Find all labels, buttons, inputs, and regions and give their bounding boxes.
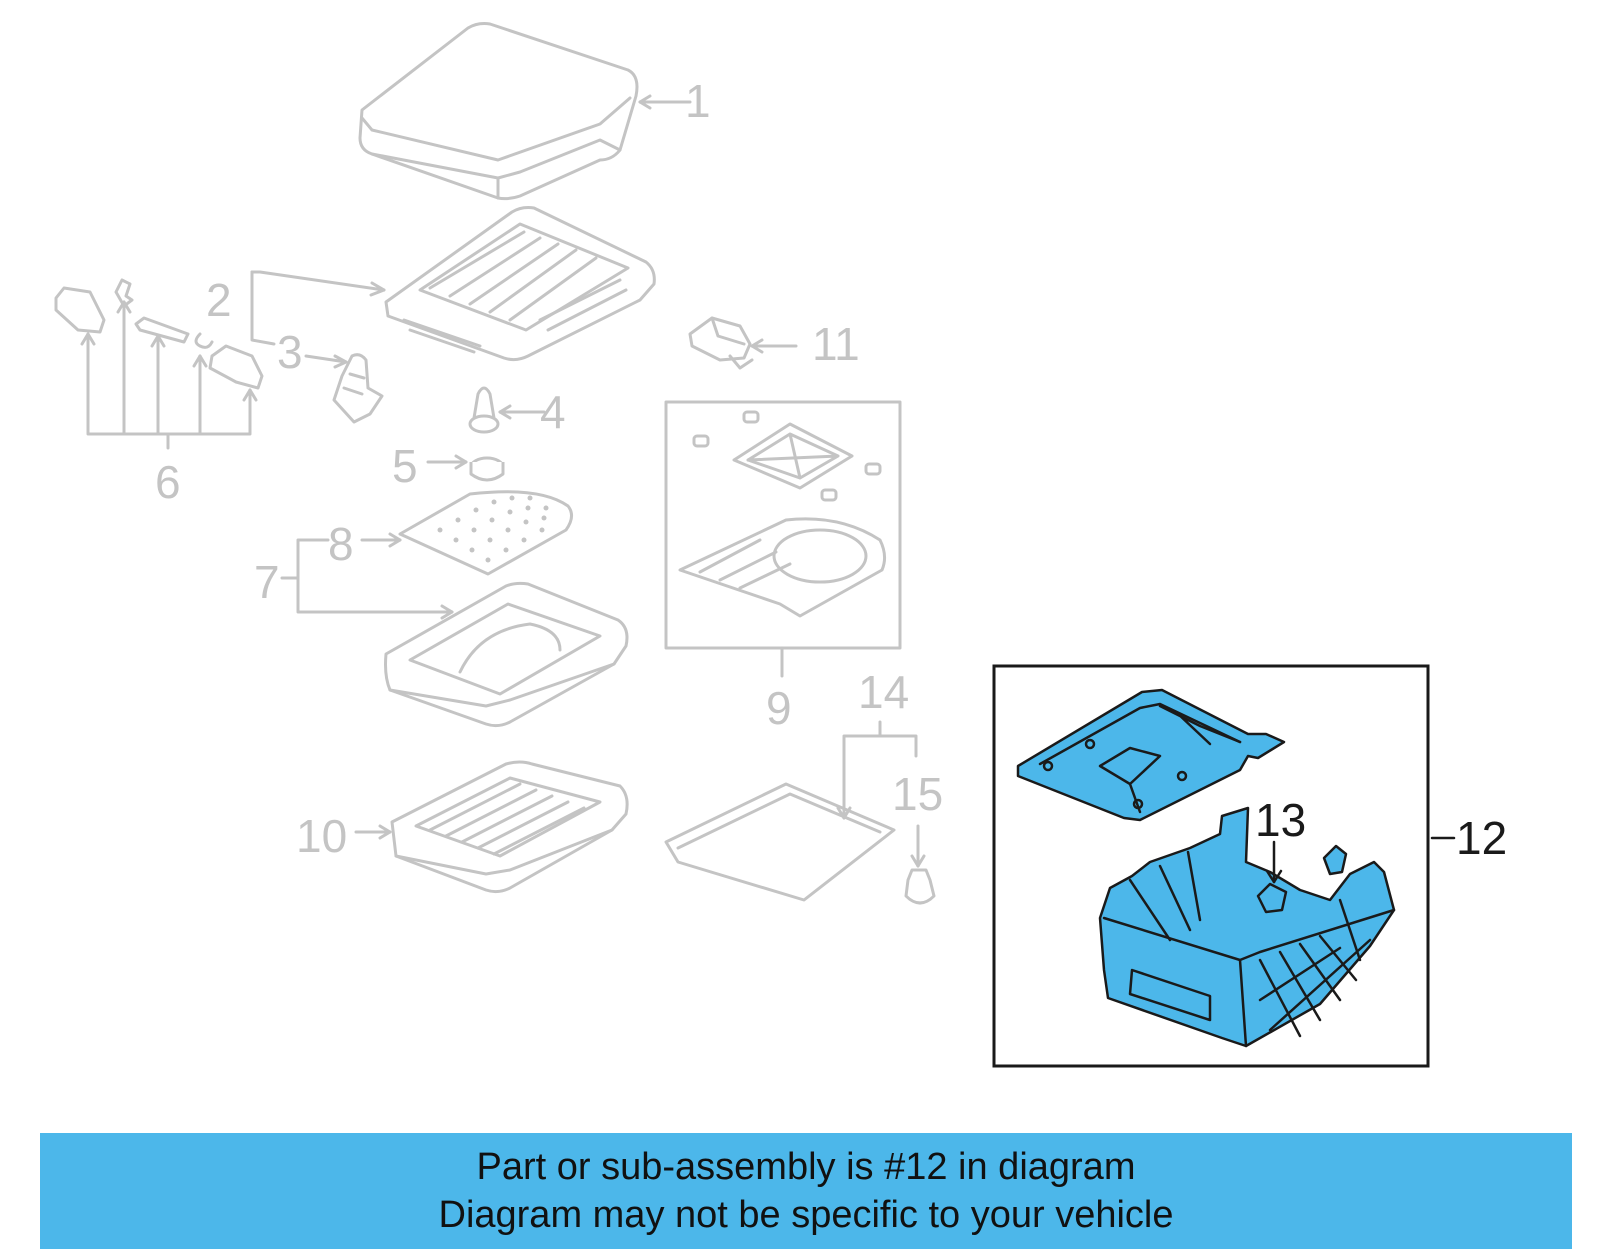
callout-15: 15 [892, 768, 943, 820]
info-banner: Part or sub-assembly is #12 in diagram D… [40, 1133, 1572, 1249]
part-12-highlight-box[interactable] [992, 664, 1430, 1068]
leader-6 [86, 300, 252, 450]
callout-6: 6 [155, 456, 181, 508]
leader-2a [250, 270, 386, 292]
part-9-box[interactable] [664, 400, 902, 650]
callout-1: 1 [685, 75, 711, 127]
callout-11: 11 [812, 318, 860, 370]
part-1-armrest-lid[interactable] [358, 22, 639, 201]
callout-4: 4 [540, 386, 566, 438]
leader-7 [280, 538, 454, 614]
part-10-base-frame[interactable] [390, 760, 629, 894]
callout-7: 7 [254, 556, 280, 608]
leader-2b [250, 270, 276, 346]
callout-5: 5 [392, 440, 418, 492]
part-5-bumper[interactable] [469, 456, 505, 482]
part-11-clip[interactable] [688, 316, 754, 370]
callout-2: 2 [206, 274, 232, 326]
callout-12: 12 [1456, 812, 1507, 864]
part-3-latch[interactable] [332, 353, 384, 424]
callout-10: 10 [296, 810, 347, 862]
leader-14 [842, 720, 918, 820]
part-8-pad[interactable] [398, 490, 573, 576]
leader-3 [304, 354, 348, 364]
callout-9: 9 [766, 682, 792, 734]
banner-line-1: Part or sub-assembly is #12 in diagram [476, 1146, 1136, 1188]
part-7-cushion-tray[interactable] [384, 581, 629, 728]
part-15-push-pin[interactable] [904, 868, 936, 905]
callout-3: 3 [277, 326, 303, 378]
part-4-pin[interactable] [468, 386, 500, 434]
part-14-mat[interactable] [664, 782, 896, 902]
callout-13: 13 [1255, 794, 1306, 846]
part-2-lid-frame[interactable] [384, 206, 656, 362]
callout-8: 8 [328, 518, 354, 570]
banner-line-2: Diagram may not be specific to your vehi… [438, 1194, 1174, 1236]
callout-14: 14 [858, 666, 909, 718]
part-6-hardware-kit[interactable] [54, 278, 264, 390]
